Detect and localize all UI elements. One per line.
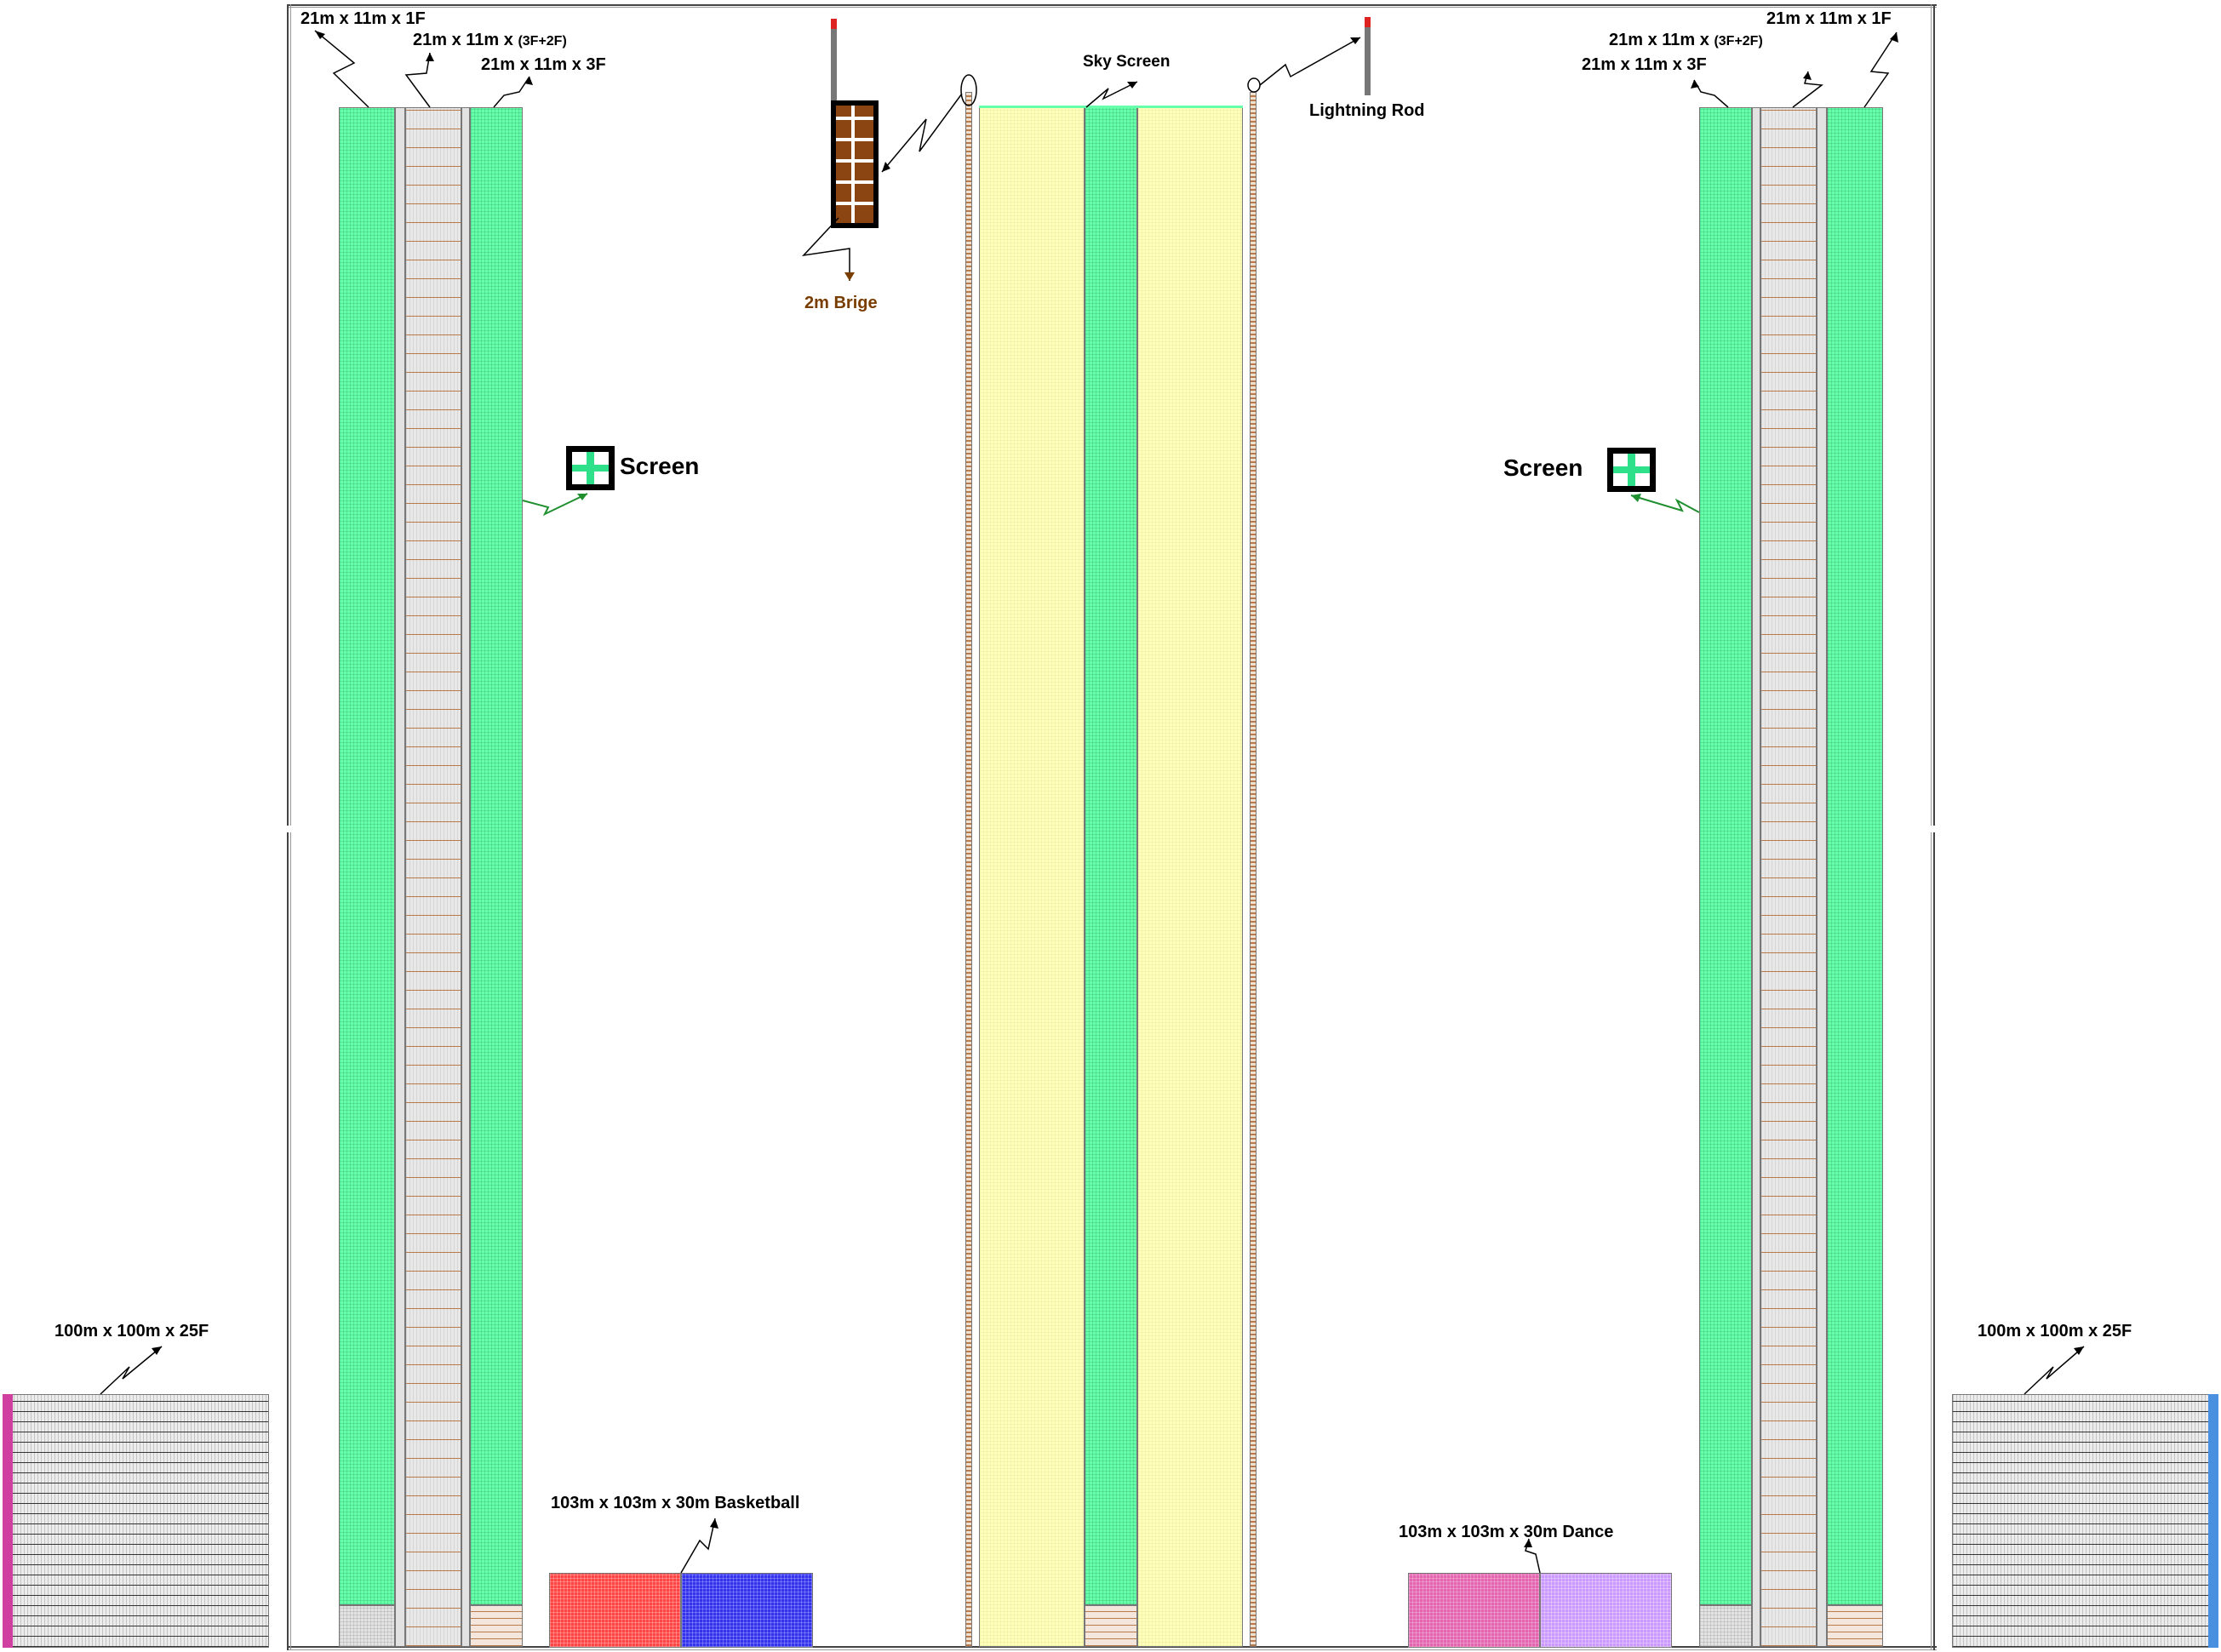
label-tower-right-3f2f-prefix: 21m x 11m x (1609, 31, 1709, 49)
right-pole-top (1247, 77, 1261, 93)
center-yellow-right (1137, 107, 1243, 1647)
arrowhead-left-building (152, 1346, 162, 1355)
callout-right-1f (1863, 31, 1898, 108)
callout-sky-screen (1085, 81, 1138, 108)
label-tower-left-3f2f-suffix: (3F+2F) (518, 34, 567, 49)
label-screen-left: Screen (620, 453, 700, 479)
sky-screen-green (1085, 107, 1137, 1605)
left-tower-green-outer (339, 107, 395, 1605)
label-tower-left-3f2f: 21m x 11m x (3F+2F) (413, 31, 567, 49)
callout-left-3f (493, 76, 530, 108)
outer-frame-right-lower (1931, 832, 1935, 1650)
arrowhead-left-3f (524, 77, 533, 85)
sky-screen-brown-base (1085, 1605, 1137, 1647)
callout-lightning-rod (1259, 37, 1361, 86)
outer-frame-top (287, 4, 1937, 8)
right-tower-brown-base (1827, 1605, 1883, 1647)
label-tower-left-3f2f-prefix: 21m x 11m x (413, 31, 513, 49)
right-screen-box (1607, 448, 1656, 492)
callout-left-screen (522, 493, 588, 517)
left-tower-brown-base (470, 1605, 523, 1647)
callout-left-1f (314, 30, 369, 108)
left-tower-gray-strip (395, 107, 405, 1647)
callout-right-screen (1630, 494, 1700, 513)
right-tower-ladder (1760, 107, 1817, 1647)
right-tower-gray-strip-2 (1817, 107, 1827, 1647)
left-pole (965, 92, 972, 1647)
arrowhead-basketball (710, 1518, 718, 1529)
callout-left-3f2f (404, 52, 431, 108)
bridge-ladder (831, 100, 879, 228)
arrowhead-left-screen (577, 494, 587, 500)
arrowhead-right-building (2074, 1346, 2084, 1355)
label-dance: 103m x 103m x 30m Dance (1399, 1523, 1614, 1541)
left-tower-green-inner (470, 107, 523, 1605)
left-screen-box (566, 446, 615, 490)
callout-bridge-arrow (881, 93, 963, 173)
label-building-left: 100m x 100m x 25F (54, 1322, 209, 1340)
left-pole-top (960, 74, 977, 106)
label-tower-right-1f: 21m x 11m x 1F (1766, 9, 1892, 28)
right-tower-green-inner (1699, 107, 1752, 1605)
arrowhead-sky-screen (1127, 82, 1137, 89)
label-tower-right-3f: 21m x 11m x 3F (1582, 55, 1707, 74)
left-tower-ladder (405, 107, 461, 1647)
label-tower-left-3f: 21m x 11m x 3F (481, 55, 606, 74)
label-tower-right-3f2f: 21m x 11m x (3F+2F) (1609, 31, 1763, 49)
arrowhead-right-screen (1631, 494, 1641, 502)
arrowhead-right-3f2f (1803, 71, 1812, 80)
arrowhead-right-3f (1691, 80, 1699, 89)
outer-frame-left-lower (287, 832, 291, 1650)
callout-right-3f (1693, 79, 1729, 108)
lightning-rod (1365, 17, 1371, 95)
arrowhead-bridge-label (844, 272, 855, 281)
left-tower-gray-strip-2 (461, 107, 470, 1647)
arrowhead-left-3f2f (426, 53, 434, 61)
center-yellow-left (979, 107, 1085, 1647)
outer-frame-right-upper (1931, 4, 1935, 826)
dance-floor-pink (1408, 1573, 1540, 1648)
basketball-court-red (549, 1573, 681, 1648)
outer-frame-left-upper (287, 4, 291, 826)
label-building-right: 100m x 100m x 25F (1978, 1322, 2132, 1340)
lightning-rod-tip (1365, 17, 1371, 27)
left-tower-gray-base (339, 1605, 395, 1647)
label-tower-left-1f: 21m x 11m x 1F (301, 9, 426, 28)
label-tower-right-3f2f-suffix: (3F+2F) (1714, 34, 1763, 49)
left-building (3, 1394, 269, 1648)
label-screen-right: Screen (1503, 454, 1583, 481)
callout-right-building (2024, 1346, 2085, 1395)
callout-left-building (100, 1346, 163, 1395)
callout-basketball (680, 1518, 716, 1574)
arrowhead-dance (1524, 1539, 1532, 1547)
arrowhead-bridge (882, 162, 890, 172)
outer-frame-bottom (287, 1646, 1937, 1650)
arrowhead-lightning-rod (1350, 37, 1360, 44)
dance-floor-violet (1540, 1573, 1672, 1648)
left-building-edge (3, 1394, 13, 1648)
label-sky-screen: Sky Screen (1083, 53, 1171, 71)
label-lightning-rod: Lightning Rod (1309, 101, 1425, 120)
basketball-court-blue (681, 1573, 813, 1648)
right-building-edge (2208, 1394, 2218, 1648)
arrowhead-left-1f (315, 31, 325, 39)
sky-screen-top-line (979, 106, 1243, 108)
arrowhead-right-1f (1890, 32, 1898, 43)
right-building (1952, 1394, 2218, 1648)
label-bridge: 2m Brige (804, 294, 878, 312)
bridge-pole (831, 19, 837, 102)
right-tower-green-outer (1827, 107, 1883, 1605)
bridge-pole-tip (831, 19, 837, 29)
right-tower-gray-strip (1752, 107, 1760, 1647)
callout-bridge-label (801, 217, 850, 281)
label-basketball: 103m x 103m x 30m Basketball (551, 1494, 800, 1512)
right-tower-gray-base (1699, 1605, 1752, 1647)
